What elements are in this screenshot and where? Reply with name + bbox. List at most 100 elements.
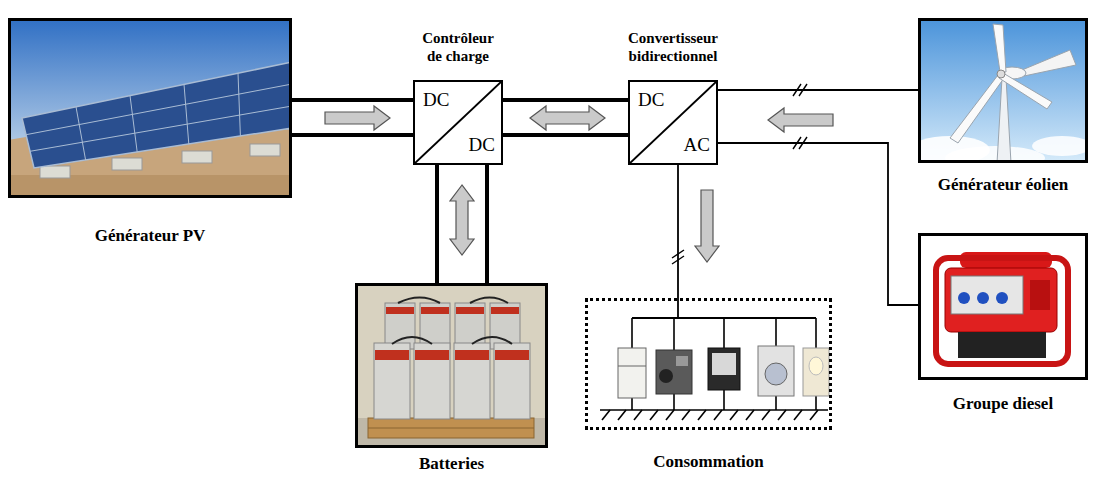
load-wiring-part-part bbox=[666, 410, 674, 420]
battery-bank-photo-part bbox=[368, 418, 534, 438]
battery-bank-photo-part-part bbox=[421, 307, 449, 314]
three-phase-mark bbox=[799, 137, 807, 149]
load-wiring bbox=[600, 298, 828, 420]
battery-bank-photo-part-part bbox=[494, 343, 530, 419]
battery-bank-photo-part bbox=[368, 428, 534, 429]
battery-bank-photo-part-part bbox=[495, 350, 529, 360]
wind-generator-box: Générateur éolien bbox=[918, 18, 1088, 163]
battery-bank-photo-part-part bbox=[392, 337, 432, 344]
load-wiring-part-part bbox=[602, 410, 610, 420]
pv-generator-box: Générateur PV bbox=[8, 18, 292, 198]
battery-bank-photo-part-part bbox=[490, 303, 520, 349]
power-connector bbox=[437, 165, 487, 283]
battery-bank-photo-part-part bbox=[455, 350, 489, 360]
dc-wire bbox=[485, 165, 489, 283]
diesel-generator-photo-part bbox=[945, 268, 1057, 332]
wind-turbine-photo-part bbox=[997, 70, 1005, 78]
battery-bank-photo-part-part bbox=[414, 343, 450, 419]
battery-bank-photo-part bbox=[375, 350, 529, 360]
power-connector bbox=[503, 100, 628, 135]
ac-wire bbox=[677, 165, 679, 298]
diesel-generator-photo-part bbox=[958, 292, 970, 304]
load-wiring-part-part bbox=[673, 394, 675, 410]
battery-bank-photo-part-part bbox=[398, 298, 440, 304]
battery-bank-photo-part-part bbox=[491, 307, 519, 314]
battery-bank-photo-part-part bbox=[420, 303, 450, 349]
battery-bank-photo-part bbox=[355, 418, 548, 448]
pv-panel-photo-part-part bbox=[184, 84, 189, 144]
load-wiring-part-part bbox=[723, 390, 725, 410]
load-wiring-part-part bbox=[762, 410, 770, 420]
ac-wire bbox=[718, 143, 918, 305]
appliance-icons-part bbox=[708, 348, 740, 390]
load-wiring-part-part bbox=[682, 410, 690, 420]
load-wiring-part-part bbox=[650, 410, 658, 420]
port-label: DC bbox=[638, 88, 664, 112]
load-wiring-part-part bbox=[631, 318, 633, 348]
load-wiring-part-part bbox=[794, 410, 802, 420]
power-connector bbox=[718, 137, 918, 305]
appliance-icons-part bbox=[618, 366, 646, 367]
pv-panel-photo-part-part bbox=[26, 84, 292, 135]
dc-ac-converter-box: Convertisseur bidirectionnelDCAC bbox=[628, 80, 718, 165]
diesel-generator-photo-part bbox=[951, 276, 1023, 314]
load-group-box: Consommation bbox=[585, 298, 832, 430]
appliance-icons-part bbox=[659, 369, 673, 383]
wind-turbine-photo-part bbox=[950, 75, 1004, 143]
flow-arrow bbox=[530, 106, 605, 130]
ac-wire bbox=[718, 89, 918, 91]
pv-panel-photo-part bbox=[40, 166, 70, 178]
pv-panel-photo-part-part bbox=[76, 107, 86, 160]
pv-panel-photo-part-part bbox=[238, 73, 240, 136]
port-label: AC bbox=[684, 133, 710, 157]
pv-panel-photo bbox=[8, 18, 292, 198]
port-label: DC bbox=[423, 88, 449, 112]
diesel-generator-photo-part bbox=[977, 292, 989, 304]
battery-bank-photo-part bbox=[355, 283, 548, 448]
diesel-generator-box: Groupe diesel bbox=[918, 233, 1088, 380]
load-wiring-part-part bbox=[775, 318, 777, 346]
appliance-icons-part bbox=[809, 357, 823, 375]
load-wiring-part-part bbox=[714, 410, 722, 420]
pv-panel-photo-part bbox=[22, 62, 292, 168]
load-wiring-part bbox=[600, 318, 828, 420]
node-label: Batteries bbox=[419, 453, 484, 474]
appliance-icons-part bbox=[758, 346, 794, 396]
battery-bank-photo-part bbox=[386, 307, 519, 314]
battery-bank-photo-part-part bbox=[375, 350, 409, 360]
flow-arrow bbox=[695, 190, 719, 262]
diesel-generator-photo bbox=[918, 233, 1088, 380]
power-connector bbox=[718, 84, 918, 132]
battery-bank-photo-part-part bbox=[385, 303, 415, 349]
wind-turbine-photo-part bbox=[993, 24, 1006, 72]
wind-turbine-photo-part bbox=[1022, 50, 1076, 76]
load-wiring-part-part bbox=[810, 410, 818, 420]
flow-arrow bbox=[450, 185, 474, 255]
battery-bank-photo-part-part bbox=[470, 298, 508, 304]
load-wiring-part-part bbox=[698, 410, 706, 420]
diesel-generator-photo-part bbox=[958, 332, 1046, 358]
load-wiring-part-part bbox=[618, 410, 626, 420]
appliance-icons-part bbox=[765, 363, 787, 385]
battery-bank-photo bbox=[355, 283, 548, 448]
pv-panel-photo-part-part bbox=[30, 106, 292, 151]
load-wiring-part-part bbox=[600, 409, 828, 411]
node-label: Groupe diesel bbox=[953, 393, 1053, 414]
wind-turbine-photo-part bbox=[999, 73, 1052, 109]
power-connector bbox=[292, 100, 413, 135]
pv-panel-photo-part bbox=[250, 144, 280, 156]
diesel-generator-photo-part bbox=[1030, 280, 1050, 310]
three-phase-mark bbox=[799, 84, 807, 96]
battery-bank-photo-part bbox=[385, 303, 520, 349]
battery-bank-photo-part-part bbox=[415, 350, 449, 360]
dc-wire bbox=[503, 133, 628, 137]
pv-panel-photo-part bbox=[112, 158, 142, 170]
dc-wire bbox=[292, 98, 413, 102]
converter-diagonal bbox=[630, 82, 716, 163]
converter-diagonal bbox=[415, 82, 501, 163]
battery-bank-photo-part-part bbox=[386, 307, 414, 314]
dc-wire bbox=[503, 98, 628, 102]
dc-wire bbox=[292, 133, 413, 137]
battery-box: Batteries bbox=[355, 283, 548, 448]
